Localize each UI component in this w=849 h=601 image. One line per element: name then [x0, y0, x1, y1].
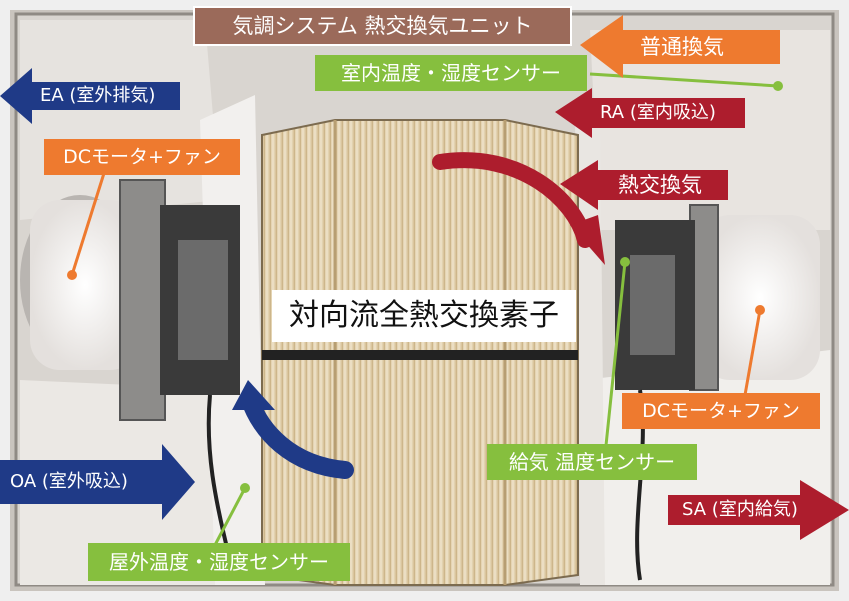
title-banner: 気調システム 熱交換気ユニット: [193, 6, 572, 46]
left-cable: [206, 394, 232, 561]
sa-label: SA (室内給気): [682, 499, 798, 520]
heat-exchange-ventilation-label: 熱交換気: [618, 172, 702, 197]
right-motor-leader: [743, 309, 762, 396]
oa-label: OA (室外吸込): [10, 471, 128, 492]
ra-label: RA (室内吸込): [600, 102, 716, 123]
dc-motor-left-label: DCモータ+ファン: [44, 139, 240, 175]
supply-sensor-leader: [603, 261, 627, 456]
ea-arrow: [0, 68, 180, 124]
right-motor-detail: [630, 255, 675, 355]
indoor-sensor-point: [773, 81, 783, 91]
intake-flow-head: [232, 380, 275, 410]
ra-arrow: [555, 88, 745, 138]
heat-exchange-arrow: [560, 160, 728, 210]
core-label: 対向流全熱交換素子: [272, 290, 576, 342]
ordinary-ventilation-label: 普通換気: [640, 34, 724, 59]
sa-arrow: [668, 480, 849, 540]
oa-arrow: [0, 444, 195, 520]
indoor-sensor-label: 室内温度・湿度センサー: [315, 55, 587, 91]
ea-label: EA (室外排気): [40, 85, 156, 106]
left-motor-plate: [119, 179, 166, 421]
supply-sensor-label: 給気 温度センサー: [487, 444, 697, 480]
core-band: [262, 350, 578, 360]
left-motor-point: [67, 270, 77, 280]
ordinary-ventilation-arrow: [580, 15, 780, 78]
left-motor-leader: [70, 169, 107, 276]
exhaust-flow-head: [570, 215, 605, 265]
dc-motor-right-label: DCモータ+ファン: [622, 393, 820, 429]
left-motor-detail: [178, 240, 228, 360]
outdoor-sensor-label: 屋外温度・湿度センサー: [88, 543, 350, 581]
outdoor-sensor-leader: [213, 487, 247, 546]
right-motor-point: [755, 305, 765, 315]
right-fan-housing: [700, 215, 820, 380]
supply-sensor-point: [620, 257, 630, 267]
left-fan-housing: [30, 200, 140, 370]
outdoor-sensor-point: [240, 483, 250, 493]
intake-flow-curve: [241, 391, 354, 479]
